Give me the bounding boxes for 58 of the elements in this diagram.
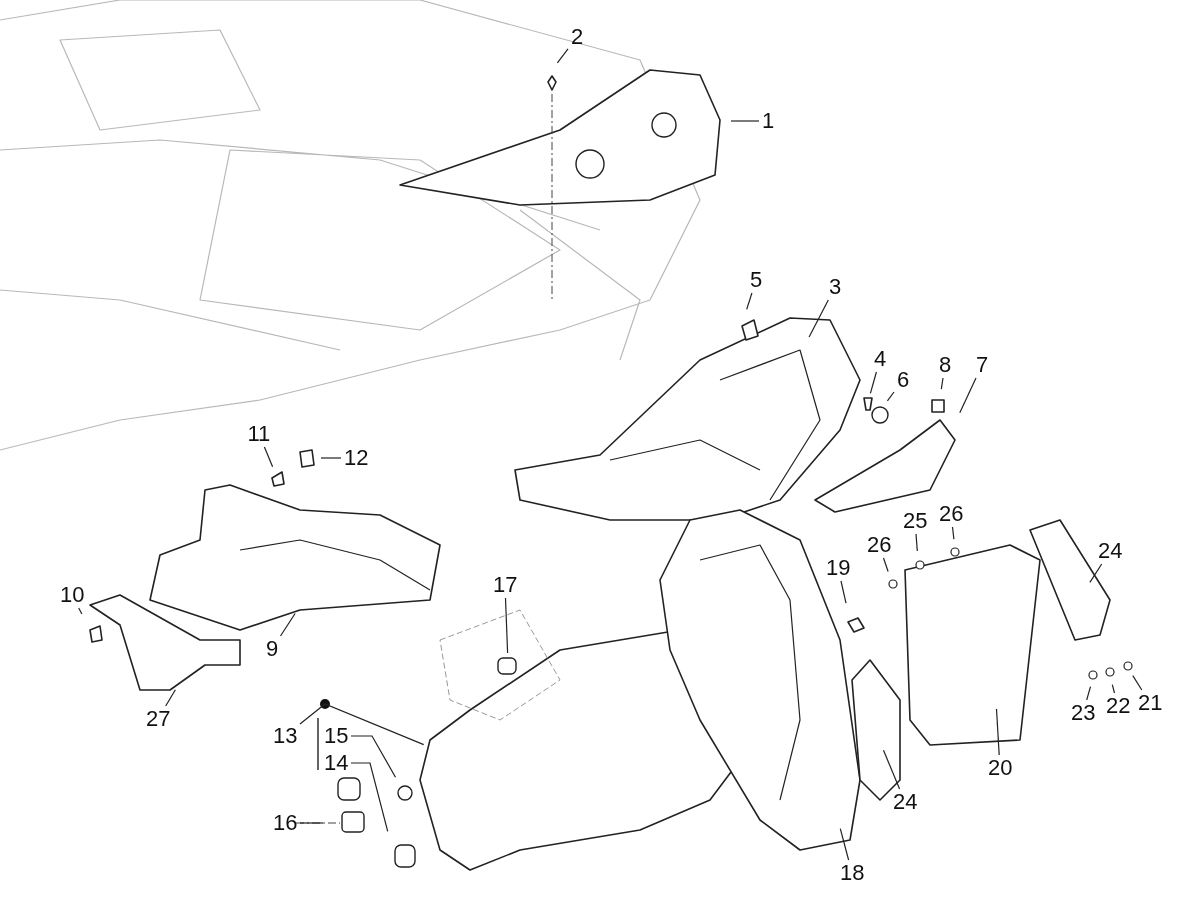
leader-line [1089, 563, 1103, 583]
leader-line [995, 708, 1000, 756]
leader-line [350, 762, 389, 832]
leader-line [78, 607, 83, 615]
callout-number: 14 [324, 751, 349, 775]
callout-number: 9 [266, 637, 279, 661]
callout-number: 26 [939, 502, 964, 526]
leader-line [320, 457, 342, 459]
leader-line [840, 580, 847, 604]
leader-line [350, 735, 397, 778]
callout-number: 17 [493, 573, 518, 597]
leader-line [882, 749, 901, 790]
callout-number: 22 [1106, 694, 1131, 718]
callout-number: 18 [840, 861, 865, 885]
callout-number: 24 [1098, 539, 1123, 563]
callout-number: 19 [826, 556, 851, 580]
callout-number: 27 [146, 707, 171, 731]
callout-number: 1 [762, 109, 775, 133]
leader-line [915, 533, 918, 552]
leader-line [1086, 686, 1092, 701]
leader-line [299, 822, 324, 824]
leader-line [940, 377, 944, 390]
callout-number: 23 [1071, 701, 1096, 725]
leader-line [279, 612, 296, 637]
leader-line [1111, 684, 1116, 694]
leader-line [808, 299, 829, 338]
callout-number: 24 [893, 790, 918, 814]
leader-line [882, 557, 889, 573]
callout-number: 16 [273, 811, 298, 835]
leader-line [556, 48, 569, 64]
leader-line [886, 391, 895, 402]
callout-number: 6 [897, 368, 910, 392]
leader-line [299, 703, 425, 746]
callout-number: 8 [939, 353, 952, 377]
leader-line [730, 120, 760, 122]
callout-number: 13 [273, 724, 298, 748]
callout-number: 11 [247, 422, 271, 446]
leader-line [839, 828, 850, 861]
callout-number: 26 [867, 533, 892, 557]
callout-number: 20 [988, 756, 1013, 780]
leader-line [504, 597, 509, 654]
leader-line [959, 377, 977, 414]
callout-number: 25 [903, 509, 928, 533]
callout-number: 10 [60, 583, 85, 607]
callout-number: 21 [1138, 691, 1163, 715]
leader-line [869, 371, 877, 394]
callout-number: 12 [344, 446, 369, 470]
leader-line [951, 526, 955, 540]
callout-number: 4 [874, 347, 887, 371]
callout-number: 15 [324, 724, 349, 748]
callout-number: 7 [976, 353, 989, 377]
callout-number: 5 [750, 268, 763, 292]
leader-line [263, 446, 274, 468]
callout-number: 3 [829, 275, 842, 299]
callout-number: 2 [571, 25, 584, 49]
leader-line [165, 689, 176, 707]
leader-line [746, 292, 753, 310]
leader-line [1132, 675, 1143, 691]
